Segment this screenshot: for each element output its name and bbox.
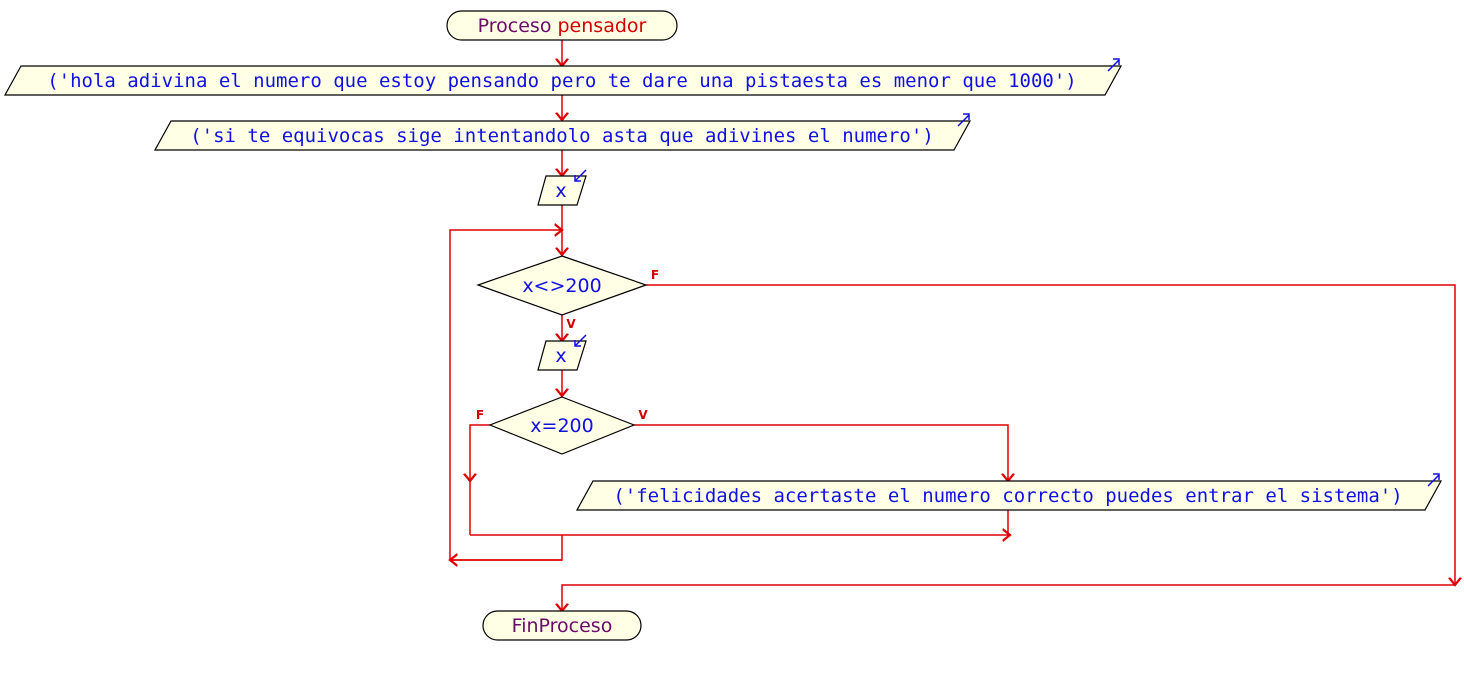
input-arrow-icon bbox=[574, 334, 587, 347]
output-arrow-icon bbox=[957, 113, 970, 127]
output-block-2: ('si te equivocas sige intentandolo asta… bbox=[153, 113, 972, 151]
start-keyword: Proceso bbox=[478, 15, 552, 37]
while-decision: x<>200 F V bbox=[476, 255, 659, 331]
if-decision: x=200 V F bbox=[476, 396, 648, 455]
end-terminal: FinProceso bbox=[482, 610, 642, 641]
edge-exit-to-end bbox=[562, 584, 1455, 611]
edge-if-true bbox=[634, 424, 1008, 481]
output-arrow-icon bbox=[1107, 58, 1120, 72]
svg-text:Proceso pensador: Proceso pensador bbox=[478, 15, 647, 37]
while-true-flag: V bbox=[566, 317, 576, 331]
while-false-flag: F bbox=[651, 268, 659, 282]
if-false-flag: F bbox=[476, 408, 484, 422]
input-text-1: x bbox=[555, 180, 566, 202]
connectors bbox=[450, 40, 1455, 611]
start-process-name: pensador bbox=[558, 15, 647, 37]
output-text-2: ('si te equivocas sige intentandolo asta… bbox=[190, 125, 934, 147]
output-text-3: ('felicidades acertaste el numero correc… bbox=[613, 485, 1402, 507]
input-arrow-icon bbox=[574, 169, 587, 182]
input-block-2: x bbox=[537, 334, 587, 371]
if-true-flag: V bbox=[638, 408, 648, 422]
end-text: FinProceso bbox=[512, 615, 613, 637]
start-terminal: Proceso pensador bbox=[446, 10, 678, 41]
input-text-2: x bbox=[555, 345, 566, 367]
input-block-1: x bbox=[537, 169, 587, 206]
while-condition-text: x<>200 bbox=[522, 275, 601, 297]
edge-if-false bbox=[470, 424, 490, 481]
output-arrow-icon bbox=[1427, 473, 1440, 487]
output-block-3: ('felicidades acertaste el numero correc… bbox=[575, 473, 1443, 511]
output-text-1: ('hola adivina el numero que estoy pensa… bbox=[47, 70, 1077, 92]
edge-while-false bbox=[646, 284, 1455, 585]
output-block-1: ('hola adivina el numero que estoy pensa… bbox=[3, 58, 1123, 96]
if-condition-text: x=200 bbox=[530, 415, 593, 437]
